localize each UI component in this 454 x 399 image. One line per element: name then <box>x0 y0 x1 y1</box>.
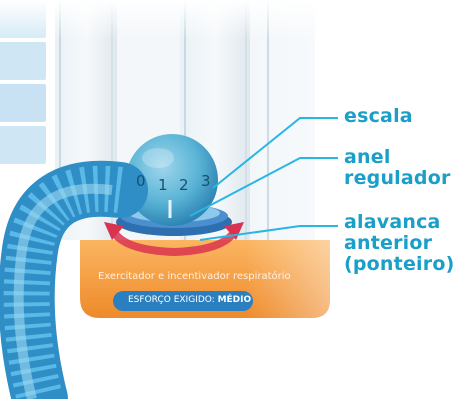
scale-number: 3 <box>201 172 211 190</box>
effort-pill-text: ESFORÇO EXIGIDO: MÉDIO <box>128 295 251 305</box>
callout-label-ring: anel regulador <box>344 147 451 189</box>
effort-value: MÉDIO <box>218 295 252 305</box>
device-caption: Exercitador e incentivador respiratório <box>98 271 291 282</box>
scale-number: 0 <box>136 172 146 190</box>
effort-prefix: ESFORÇO EXIGIDO: <box>128 295 218 305</box>
callout-label-scale: escala <box>344 106 413 127</box>
scale-number: 1 <box>158 176 168 194</box>
scale-number: 2 <box>179 176 189 194</box>
callout-label-lever: alavanca anterior (ponteiro) <box>344 212 454 275</box>
